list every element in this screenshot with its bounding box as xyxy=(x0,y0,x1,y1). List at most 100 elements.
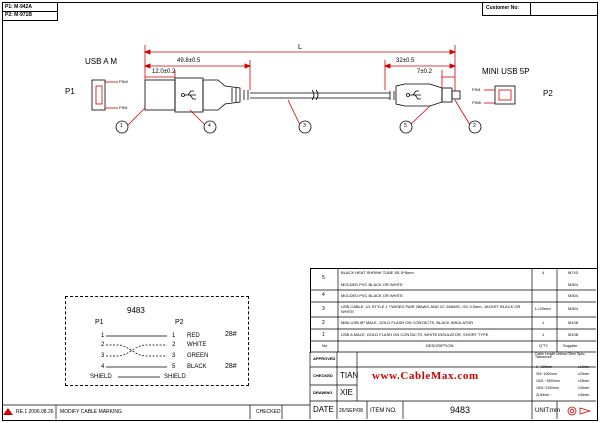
dim-right-long: 32±0.5 xyxy=(396,58,415,64)
customer-no-label: Customer No: xyxy=(486,5,520,11)
callout-2: 2 xyxy=(473,123,476,129)
dim-left-long: 49.8±0.5 xyxy=(177,58,201,64)
bom-head-desc: DESCRIPTION xyxy=(426,343,454,348)
right-pin-top: PIN1 xyxy=(472,87,481,92)
bom-qty-6: 1 xyxy=(542,332,545,337)
bom-desc-5: MINI USB 5P MALE, GOLD FLASH ON CONTACTS… xyxy=(341,320,474,325)
right-connector-name: MINI USB 5P xyxy=(482,67,530,76)
bom-desc-6: USB A MALE, GOLD FLASH ON CONTACTS, WHIT… xyxy=(341,332,489,337)
callout-1: 1 xyxy=(120,123,123,129)
item-no-label: ITEM NO. xyxy=(370,408,397,414)
wire-right-shield: SHIELD xyxy=(164,374,186,380)
p2-part-label: P2: M-971B xyxy=(5,12,32,18)
dim-total: L xyxy=(298,44,302,51)
bom-head-no: No xyxy=(322,343,328,348)
item-no-value: 9483 xyxy=(450,405,471,415)
bom-no-5: 2 xyxy=(322,320,325,326)
left-pin-bottom: PIN1 xyxy=(119,105,128,110)
bom-supplier-4: M304 xyxy=(568,306,579,311)
callout-3: 3 xyxy=(303,123,306,129)
drawing-label: DRAWING xyxy=(313,390,333,395)
tol-value-5: ±40mm xyxy=(578,393,590,397)
tol-range-5: 2100mm ↑ xyxy=(536,393,552,397)
wire-awg-1: 28# xyxy=(225,331,237,338)
revision-label: RE.1 2006.08.26 xyxy=(16,409,54,415)
right-plug-label: P2 xyxy=(543,89,553,98)
bom-desc-4: USB CABLE, UL STYLE 1 TWISED PAIR 28AWG … xyxy=(341,304,521,314)
bom-supplier-5: M108 xyxy=(568,320,579,325)
approved-label: APPROVED xyxy=(313,356,336,361)
wire-right-3: 3 xyxy=(172,353,176,359)
bom-qty-5: 1 xyxy=(542,320,545,325)
left-pin-top: PIN4 xyxy=(119,79,128,84)
bom-qty-1: 4 xyxy=(542,270,545,275)
tol-range-4: 1501~2100mm xyxy=(536,386,559,390)
wiring-box xyxy=(65,296,249,386)
wire-color-green: GREEN xyxy=(187,353,209,359)
tol-range-2: 301~1000mm xyxy=(536,372,557,376)
wire-right-5: 5 xyxy=(172,364,176,370)
bom-no-4: 3 xyxy=(322,306,325,312)
wire-color-red: RED xyxy=(187,333,200,339)
tol-range-1: 0 ~300mm xyxy=(536,365,553,369)
customer-no-divider xyxy=(530,2,531,15)
bom-desc-2: MOLDED PVC BLACK OR WHITE xyxy=(341,282,403,287)
wire-right-2: 2 xyxy=(172,342,176,348)
callout-5: 5 xyxy=(404,123,407,129)
right-pin-bottom: PIN5 xyxy=(472,100,481,105)
date-label: DATE xyxy=(313,405,334,414)
wire-left-shield: SHIELD xyxy=(90,374,112,380)
tol-value-4: ±30mm xyxy=(578,386,590,390)
callout-4: 4 xyxy=(208,123,211,129)
bom-head-qty: Q'TY xyxy=(539,343,548,348)
bom-head-supplier: Supplier xyxy=(563,343,578,348)
wire-awg-2: 28# xyxy=(225,363,237,370)
checked-label: CHECKED xyxy=(313,373,333,378)
part-id-box xyxy=(2,2,58,21)
footer-checked-label: CHECKED xyxy=(256,409,281,415)
tol-value-1: ±10mm xyxy=(578,365,590,369)
left-plug-label: P1 xyxy=(65,87,75,96)
wiring-number: 9483 xyxy=(127,306,145,315)
wire-left-3: 3 xyxy=(101,353,105,359)
part-id-divider xyxy=(2,11,57,12)
bom-no-3: 4 xyxy=(322,292,325,298)
wire-color-black: BLACK xyxy=(187,364,207,370)
wire-left-4: 4 xyxy=(101,364,105,370)
modify-note: MODIFY CABLE MARKING xyxy=(60,409,122,415)
bom-desc-3: MOLDED PVC BLACK OR WHITE xyxy=(341,293,403,298)
dim-right-short: 7±0.2 xyxy=(417,69,432,75)
wire-right-1: 1 xyxy=(172,333,176,339)
wire-left-1: 1 xyxy=(101,333,105,339)
bom-supplier-2: M304 xyxy=(568,282,579,287)
tol-range-3: 1001 ~1500mm xyxy=(536,379,560,383)
tolerance-title: Cable Length Unless Other Spec. Toleranc… xyxy=(535,352,586,360)
bom-desc-1: BLACK HEAT SHRINK TUBE Ø1.5*5mm xyxy=(341,270,414,275)
unit-label: UNIT:mm xyxy=(535,408,560,414)
wiring-p2: P2 xyxy=(175,319,184,326)
wire-color-white: WHITE xyxy=(187,342,207,348)
left-connector-name: USB A M xyxy=(85,57,118,66)
date-value: 26/SEP/08 xyxy=(339,408,363,414)
dim-left-short: 12.0±0.2 xyxy=(152,69,176,75)
p1-part-label: P1: M-942A xyxy=(5,4,32,10)
drawing-value: XIE xyxy=(340,388,353,397)
bom-table xyxy=(310,268,597,353)
tol-value-2: ±20mm xyxy=(578,372,590,376)
wire-left-2: 2 xyxy=(101,342,105,348)
bom-supplier-1: M743 xyxy=(568,270,579,275)
cable-drawing xyxy=(91,45,516,134)
bom-supplier-3: M304 xyxy=(568,293,579,298)
checked-value: TIAN xyxy=(340,371,359,380)
bom-supplier-6: M108 xyxy=(568,332,579,337)
customer-no-box xyxy=(482,2,597,16)
bom-qty-4: L=20mm xyxy=(535,306,551,311)
bom-no-6: 1 xyxy=(322,332,325,338)
brand-url: www.CableMax.com xyxy=(372,370,479,382)
wiring-p1: P1 xyxy=(95,319,104,326)
tol-value-3: ±25mm xyxy=(578,379,590,383)
